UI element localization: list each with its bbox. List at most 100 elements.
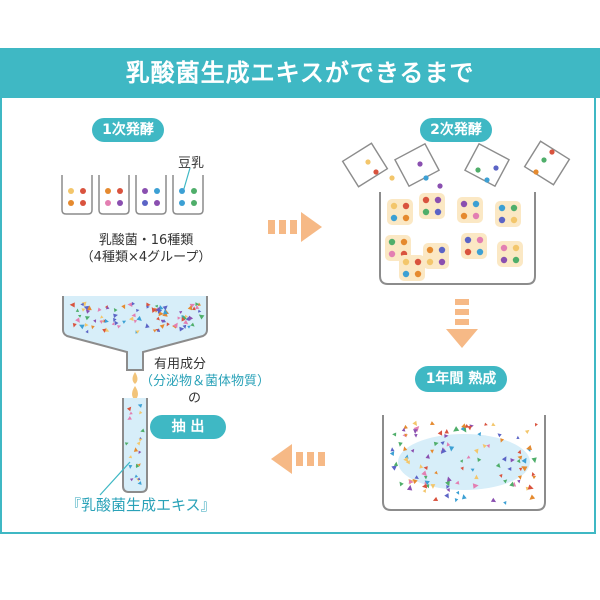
speckle (486, 444, 490, 449)
page-title: 乳酸菌生成エキスができるまで (0, 48, 600, 98)
speckle (437, 430, 443, 436)
speckle (390, 447, 395, 452)
speckle (455, 490, 460, 495)
speckle (133, 319, 138, 324)
speckle (461, 423, 467, 428)
speckle (454, 498, 459, 503)
step-extraction: 抽 出 (150, 415, 226, 439)
bacteria-dot (464, 248, 472, 256)
speckle (99, 320, 103, 324)
aging-tank (382, 415, 546, 511)
speckle (527, 484, 534, 490)
bacteria-dot (438, 258, 446, 266)
bacteria-dot (191, 200, 197, 206)
speckle (477, 431, 482, 437)
speckle (75, 317, 80, 323)
bacteria-dot (402, 202, 410, 210)
speckle (152, 329, 157, 333)
speckle (135, 463, 140, 468)
speckle (162, 319, 167, 323)
speckle (122, 320, 127, 324)
speckle (121, 304, 126, 310)
speckle (79, 324, 85, 330)
speckle (93, 319, 97, 323)
speckle (466, 455, 471, 459)
extraction-funnel (62, 296, 208, 371)
arrow-left (271, 444, 325, 474)
speckle (391, 465, 398, 471)
speckle (484, 422, 488, 426)
speckle (113, 317, 117, 322)
speckle (526, 444, 532, 451)
speckle (408, 479, 414, 484)
speckle (137, 463, 141, 467)
speckle (414, 475, 419, 479)
speckle (75, 308, 80, 312)
speckle (510, 458, 515, 463)
speckle (497, 433, 502, 438)
speckle (398, 441, 403, 447)
speckle (136, 308, 140, 313)
bacteria-dot (117, 200, 123, 206)
speckle (195, 304, 200, 310)
beaker-4 (172, 175, 204, 215)
speckle (531, 472, 536, 477)
speckle (190, 322, 195, 327)
speckle (517, 455, 523, 460)
bacteria-dot (475, 167, 481, 173)
speckle (430, 421, 435, 426)
speckle (181, 316, 186, 322)
speckle (85, 329, 89, 334)
speckle (460, 426, 465, 431)
speckle (503, 501, 507, 505)
speckle (517, 449, 522, 454)
bacteria-dot (476, 236, 484, 244)
funnel-speckles (69, 301, 205, 334)
bacteria-dot (142, 188, 148, 194)
speckle (529, 494, 536, 500)
speckle (114, 320, 119, 326)
bacteria-dot (426, 258, 434, 266)
bacteria-dot (179, 188, 185, 194)
bacteria-dot (68, 200, 74, 206)
bacteria-dot (422, 196, 430, 204)
speckle (532, 475, 537, 480)
speckle (459, 459, 464, 463)
speckle (84, 323, 89, 327)
speckle (434, 470, 438, 475)
bacteria-dot (191, 188, 197, 194)
speckle (131, 301, 135, 306)
speckle (127, 302, 133, 308)
speckle (449, 446, 455, 452)
soy-milk-label: 豆乳 (178, 156, 205, 171)
pour-beaker-2 (394, 142, 440, 188)
bacteria-dot (438, 246, 446, 254)
speckle (446, 487, 450, 492)
speckle (197, 309, 202, 313)
bacteria-dot (498, 216, 506, 224)
bacteria-dot (414, 270, 422, 278)
aging-liquid (398, 434, 530, 490)
speckle (129, 478, 134, 482)
speckle (399, 481, 404, 487)
bacteria-dot (434, 196, 442, 204)
bacteria-dot (460, 212, 468, 220)
speckle (474, 474, 479, 480)
bacteria-dot (154, 200, 160, 206)
speckle (495, 463, 501, 468)
speckle (160, 319, 165, 323)
speckle (430, 484, 436, 489)
bacteria-dot (402, 258, 410, 266)
speckle (507, 466, 512, 471)
bacteria-dot (117, 188, 123, 194)
speckle (117, 325, 122, 329)
speckle (69, 302, 75, 308)
speckle (412, 420, 418, 427)
pour-beaker-4 (523, 140, 571, 186)
speckle (446, 442, 451, 447)
bacteria-dot (498, 204, 506, 212)
speckle (192, 306, 196, 311)
speckle (470, 468, 475, 472)
bacteria-dot (105, 188, 111, 194)
